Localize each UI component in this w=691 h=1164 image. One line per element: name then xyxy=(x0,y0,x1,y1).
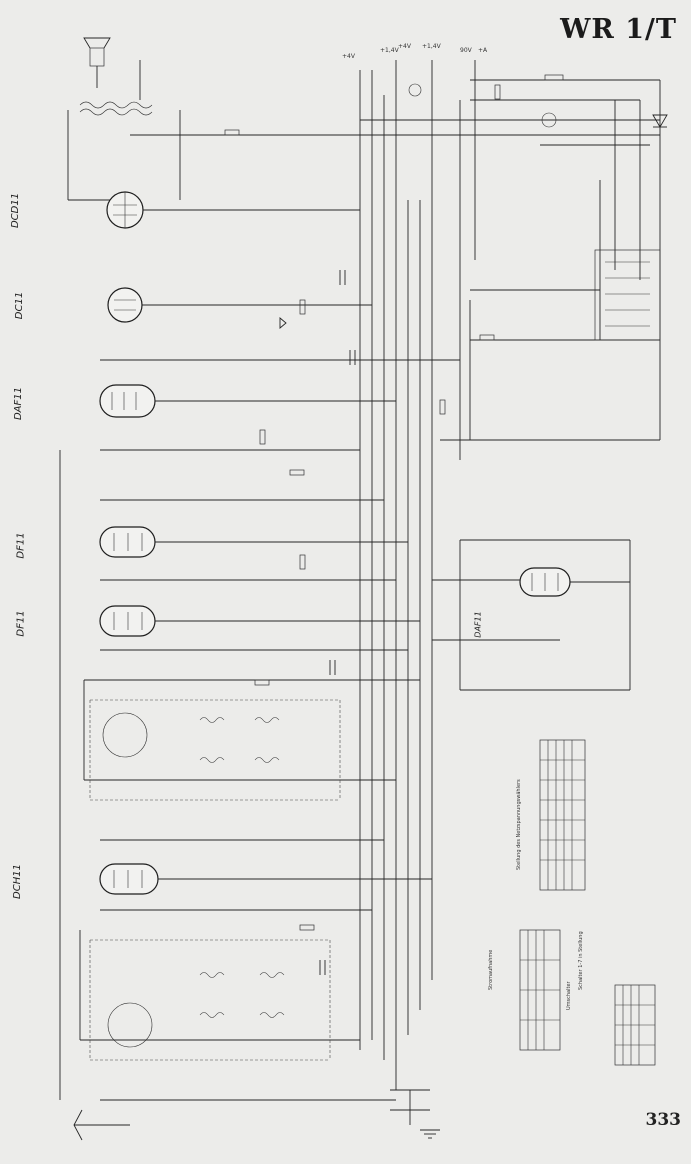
tube-label-daf11-b: DAF11 xyxy=(473,611,483,638)
band-switch-upper xyxy=(89,699,341,801)
tube-label-df11-a: DF11 xyxy=(15,532,27,559)
antenna-icon xyxy=(73,1109,130,1141)
speaker xyxy=(67,37,181,201)
tube-label-dc11: DC11 xyxy=(14,291,26,320)
tube-dch11 xyxy=(99,863,159,895)
ground-icon xyxy=(420,1129,440,1139)
tube-daf11b xyxy=(519,567,571,597)
tube-dcd11 xyxy=(106,191,144,229)
mains-selector xyxy=(594,114,668,341)
tube-df11b xyxy=(99,605,156,637)
page-number: 333 xyxy=(645,1110,682,1130)
tube-label-dch11: DCH11 xyxy=(11,864,23,899)
bus-lines xyxy=(359,60,661,1125)
signal-wiring xyxy=(59,209,630,1101)
switch-table xyxy=(539,739,586,891)
top-rails xyxy=(130,79,660,441)
tube-dc11 xyxy=(107,287,143,323)
tube-daf11 xyxy=(99,384,156,418)
tube-label-df11-b: DF11 xyxy=(15,610,27,637)
tube-label-dcd11: DCD11 xyxy=(10,192,22,229)
tube-df11a xyxy=(99,526,156,558)
band-switch-lower xyxy=(89,939,331,1061)
components xyxy=(224,74,564,975)
tube-label-daf11: DAF11 xyxy=(13,386,25,421)
model-title: WR 1/T xyxy=(560,14,677,45)
current-table xyxy=(519,929,561,1051)
small-table xyxy=(614,984,656,1066)
